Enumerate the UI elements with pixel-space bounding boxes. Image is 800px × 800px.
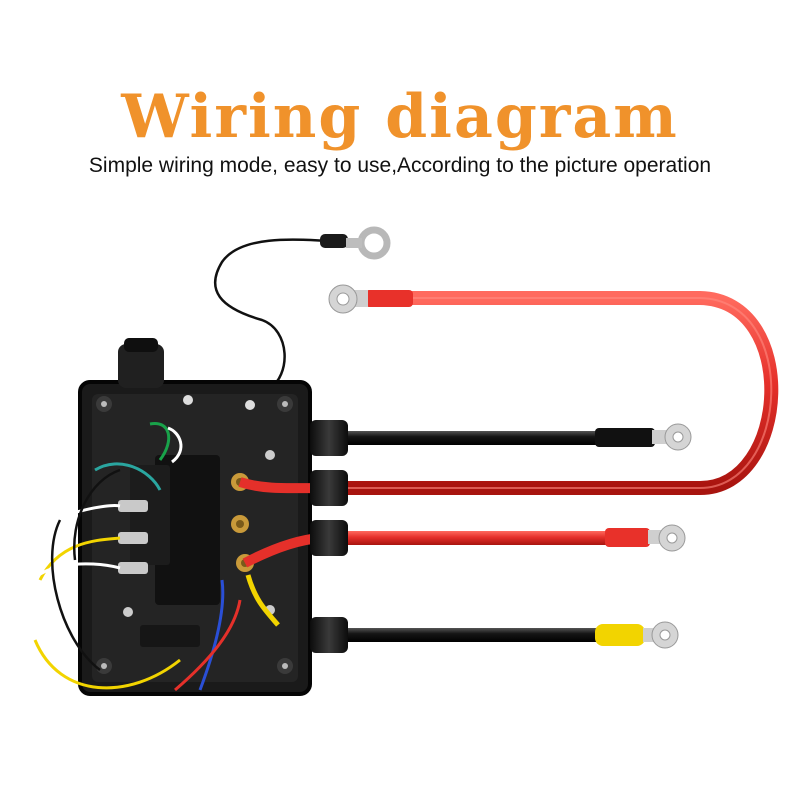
black-cable-lower: [345, 621, 679, 649]
yellow-terminal: [595, 624, 645, 646]
relay-block: [155, 455, 220, 605]
control-box: [18, 338, 321, 696]
cable-glands: [310, 420, 348, 653]
black-heatshrink: [595, 428, 655, 447]
red-heatshrink: [365, 290, 413, 307]
black-cable-upper: [345, 423, 692, 451]
gland-3: [310, 520, 348, 556]
red-loop-cable: [328, 284, 779, 495]
thin-ground-wire: [213, 226, 391, 392]
ground-ring-terminal: [357, 226, 391, 260]
box-cap: [118, 344, 164, 388]
page-title: Wiring diagram: [121, 82, 679, 152]
gland-1: [310, 420, 348, 456]
red-cable-lower: [345, 524, 686, 552]
gland-4: [310, 617, 348, 653]
gland-2: [310, 470, 348, 506]
page-subtitle: Simple wiring mode, easy to use,Accordin…: [88, 154, 712, 177]
